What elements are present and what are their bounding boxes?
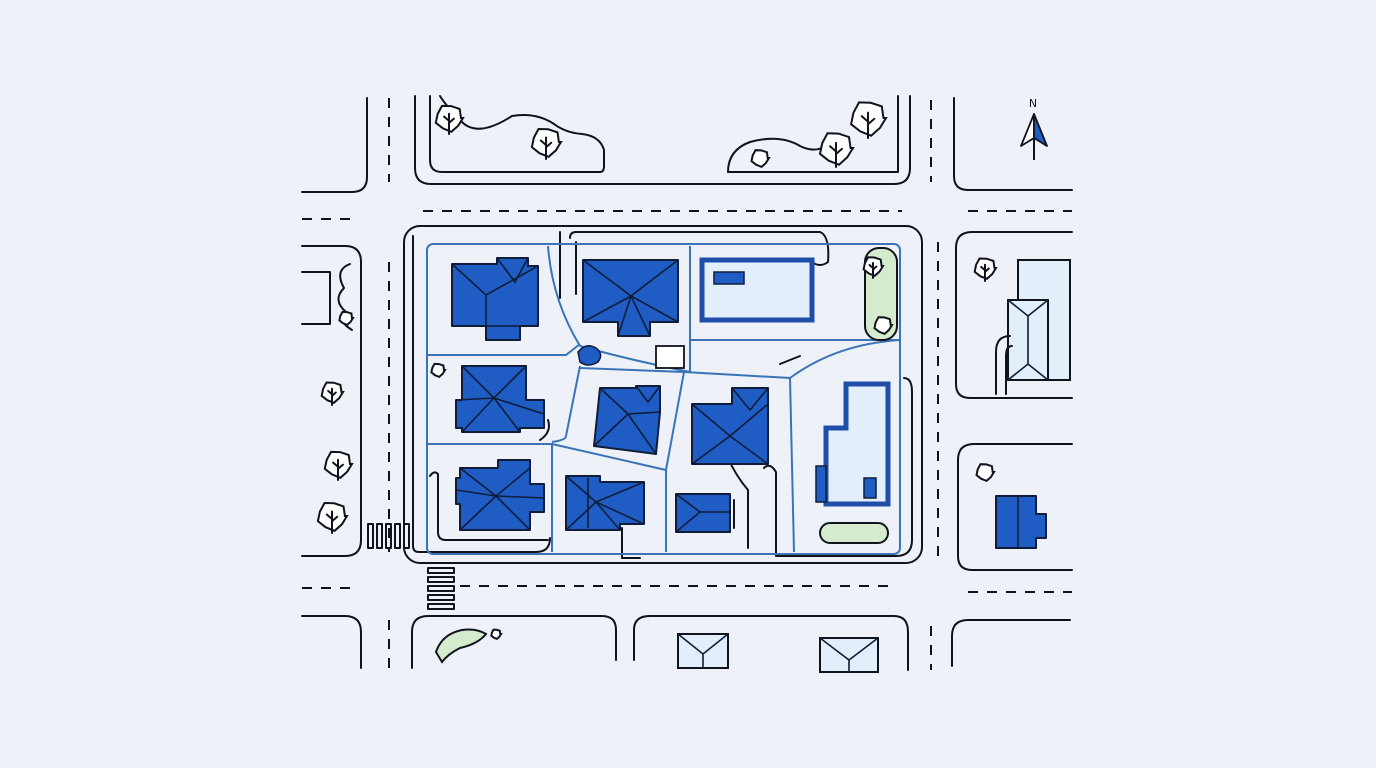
crosswalk-west — [367, 523, 410, 549]
building-8 — [565, 475, 645, 531]
building-3 — [699, 257, 815, 323]
building-1 — [451, 257, 539, 341]
tree-trunk — [829, 141, 843, 168]
building-10 — [815, 381, 891, 507]
tree-trunk — [325, 510, 339, 534]
crosswalk-south — [427, 567, 455, 610]
tree-icon — [873, 316, 894, 336]
park-north — [429, 95, 899, 173]
building-5 — [593, 385, 661, 455]
tree-icon — [975, 463, 996, 483]
tree-trunk — [860, 111, 876, 139]
road-curbs — [301, 95, 1073, 671]
building-2 — [582, 259, 679, 337]
bottom-row-buildings — [677, 633, 879, 673]
building-6 — [691, 387, 769, 465]
central-buildings — [451, 257, 891, 533]
north-label: N — [1029, 97, 1037, 110]
tree-icon — [750, 149, 771, 169]
parcel-lines — [426, 243, 901, 555]
tree-trunk — [443, 112, 455, 135]
north-arrow-icon: N — [1020, 97, 1048, 160]
trees — [316, 101, 998, 641]
right-upper-block — [995, 259, 1071, 395]
right-lower-block — [995, 495, 1047, 549]
tree-icon — [430, 362, 447, 379]
tree-icon — [490, 628, 503, 641]
tree-trunk — [332, 458, 344, 481]
tree-trunk — [868, 262, 878, 279]
central-block-paths — [412, 231, 913, 559]
tree-trunk — [980, 263, 990, 282]
shed — [655, 345, 685, 369]
road-lane-markings — [302, 98, 1072, 670]
tree-trunk — [539, 136, 553, 160]
tree-trunk — [327, 387, 337, 406]
building-4 — [455, 365, 545, 433]
building-7 — [455, 459, 545, 531]
pond — [577, 345, 602, 366]
building-9 — [675, 493, 731, 533]
tree-icon — [338, 310, 355, 327]
